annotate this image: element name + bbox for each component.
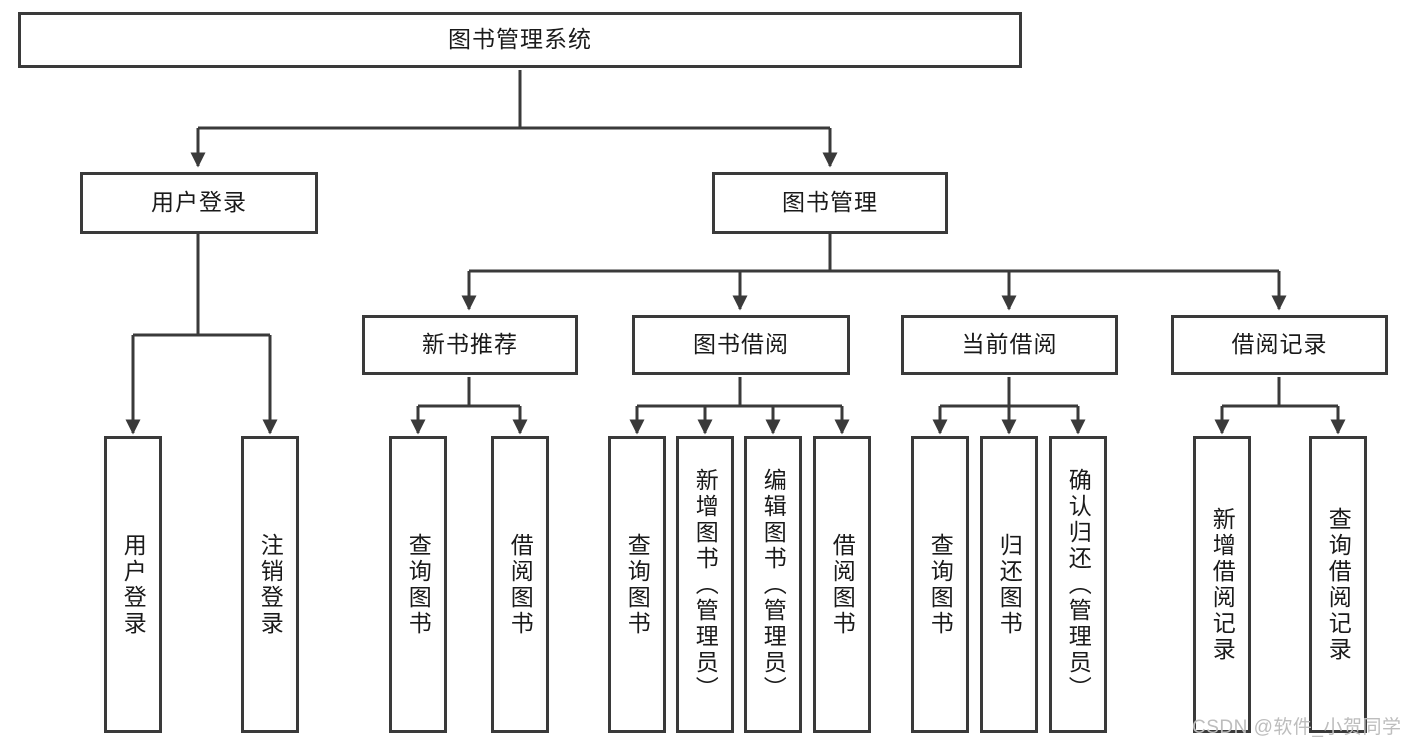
- leaf-user-login[interactable]: 用户登录: [104, 436, 162, 733]
- node-label: 确认归还（管理员）: [1065, 467, 1092, 702]
- leaf-return-books[interactable]: 归还图书: [980, 436, 1038, 733]
- node-label: 编辑图书（管理员）: [760, 467, 787, 702]
- leaf-add-book-admin[interactable]: 新增图书（管理员）: [676, 436, 734, 733]
- node-borrow-records[interactable]: 借阅记录: [1171, 315, 1388, 375]
- node-label: 查询借阅记录: [1325, 506, 1352, 663]
- node-label: 用户登录: [151, 189, 247, 216]
- node-label: 图书借阅: [693, 331, 789, 358]
- node-label: 借阅记录: [1231, 331, 1328, 358]
- node-label: 查询图书: [405, 532, 432, 637]
- node-label: 查询图书: [624, 532, 651, 637]
- node-label: 图书管理: [782, 189, 878, 216]
- leaf-query-books-recommend[interactable]: 查询图书: [389, 436, 447, 733]
- node-user-login[interactable]: 用户登录: [80, 172, 318, 234]
- node-book-management[interactable]: 图书管理: [712, 172, 948, 234]
- node-new-book-recommend[interactable]: 新书推荐: [362, 315, 578, 375]
- node-label: 图书管理系统: [448, 26, 592, 53]
- leaf-add-borrow-record[interactable]: 新增借阅记录: [1193, 436, 1251, 733]
- leaf-borrow-books-recommend[interactable]: 借阅图书: [491, 436, 549, 733]
- leaf-borrow-books[interactable]: 借阅图书: [813, 436, 871, 733]
- watermark: CSDN @软件_小贺同学: [1192, 717, 1402, 738]
- node-book-borrow[interactable]: 图书借阅: [632, 315, 850, 375]
- node-label: 查询图书: [927, 532, 954, 637]
- node-label: 新增借阅记录: [1209, 506, 1236, 663]
- node-label: 用户登录: [120, 532, 147, 637]
- node-label: 当前借阅: [961, 331, 1058, 358]
- leaf-confirm-return-admin[interactable]: 确认归还（管理员）: [1049, 436, 1107, 733]
- node-label: 注销登录: [257, 532, 284, 637]
- node-label: 新增图书（管理员）: [692, 467, 719, 702]
- node-label: 借阅图书: [507, 532, 534, 637]
- node-label: 借阅图书: [829, 532, 856, 637]
- node-current-borrow[interactable]: 当前借阅: [901, 315, 1118, 375]
- leaf-edit-book-admin[interactable]: 编辑图书（管理员）: [744, 436, 802, 733]
- leaf-query-borrow-record[interactable]: 查询借阅记录: [1309, 436, 1367, 733]
- node-label: 归还图书: [996, 532, 1023, 637]
- node-root-system[interactable]: 图书管理系统: [18, 12, 1022, 68]
- node-label: 新书推荐: [422, 331, 518, 358]
- leaf-logout[interactable]: 注销登录: [241, 436, 299, 733]
- leaf-query-books-current[interactable]: 查询图书: [911, 436, 969, 733]
- leaf-query-books-borrow[interactable]: 查询图书: [608, 436, 666, 733]
